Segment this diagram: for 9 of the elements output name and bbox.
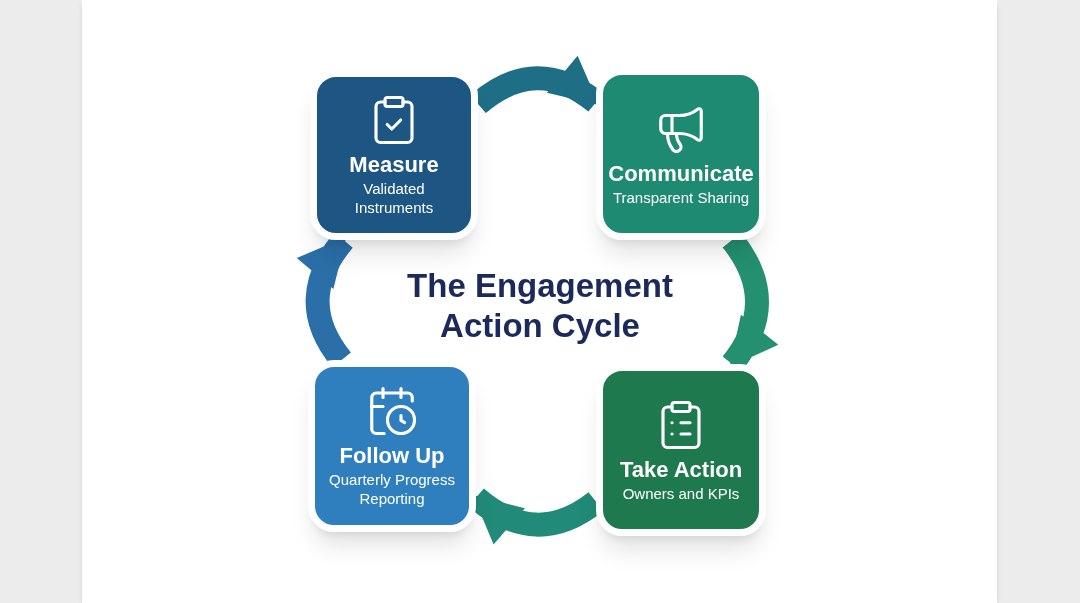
step-title: Communicate bbox=[608, 159, 754, 188]
step-description: Quarterly Progress Reporting bbox=[328, 470, 456, 508]
step-title: Measure bbox=[349, 151, 439, 179]
step-description: Validated Instruments bbox=[353, 179, 435, 217]
step-title: Take Action bbox=[619, 455, 743, 484]
step-description: Owners and KPIs bbox=[621, 483, 741, 503]
step-title: Follow Up bbox=[339, 442, 445, 470]
diagram-title: The Engagement Action Cycle bbox=[406, 266, 674, 346]
step-description: Transparent Sharing bbox=[611, 187, 751, 207]
